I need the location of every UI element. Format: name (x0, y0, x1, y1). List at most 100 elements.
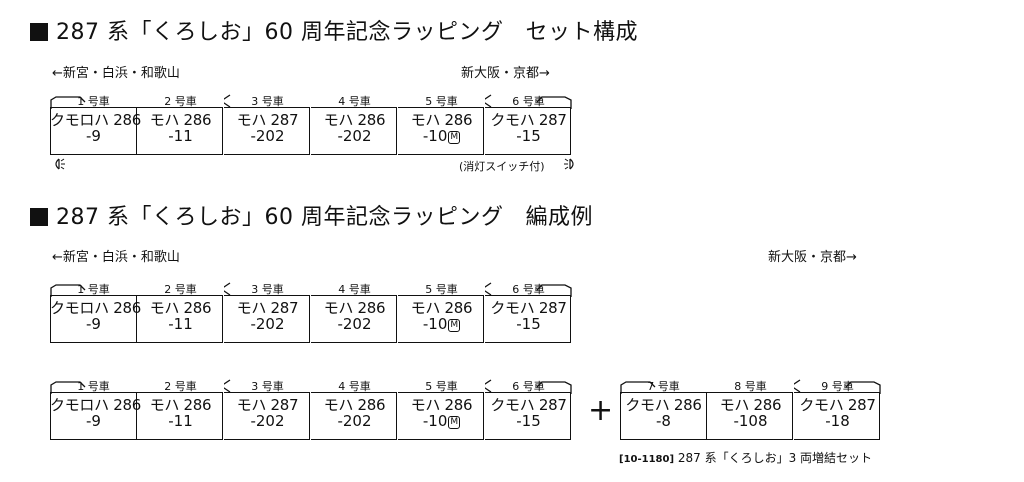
plus-sign: + (588, 393, 614, 428)
section2-title: 287 系「くろしお」60 周年記念ラッピング (56, 205, 504, 230)
addon-product-name: 287 系「くろしお」3 両増結セット (677, 451, 873, 465)
car-number: 8 号車 (734, 380, 767, 393)
section1-heading: 287 系「くろしお」60 周年記念ラッピングセット構成 (30, 14, 638, 46)
train-car: 3 号車モハ 287-202 (224, 92, 311, 155)
train-car: 4 号車モハ 286-202 (311, 280, 398, 343)
car-model: クモハ 287 (490, 396, 567, 414)
car-body (485, 107, 571, 155)
car-roof-outline (485, 94, 572, 109)
car-body (311, 107, 397, 155)
car-serial: -18 (794, 412, 881, 430)
car-serial-text: -15 (516, 412, 541, 430)
car-serial-text: -202 (250, 315, 285, 333)
car-roof-outline (485, 282, 572, 297)
motor-car-icon: M (448, 131, 461, 144)
car-body (224, 295, 310, 343)
car-body (50, 295, 137, 343)
car-model: モハ 286 (149, 111, 212, 129)
train-car: 2 号車モハ 286-11 (137, 92, 224, 155)
car-roof-outline (50, 381, 86, 394)
train-car: 3 号車モハ 287-202 (224, 377, 311, 440)
car-serial-text: -10 (422, 127, 448, 145)
motor-car-icon: M (448, 416, 461, 429)
headlight-icon-left (55, 158, 65, 170)
car-body (620, 392, 707, 440)
car-serial-text: -202 (250, 412, 285, 430)
car-serial-text: -8 (656, 412, 671, 430)
car-number: 4 号車 (338, 283, 371, 296)
car-model: クモハ 286 (625, 396, 702, 414)
car-serial: -9 (50, 412, 137, 430)
car-number: 3 号車 (251, 283, 284, 296)
car-roof-outline (224, 282, 231, 296)
car-model: モハ 286 (410, 111, 473, 129)
train-car: 2 号車モハ 286-11 (137, 280, 224, 343)
train-car: 6 号車クモハ 287-15 (485, 92, 572, 155)
car-model: クモロハ 286 (50, 396, 141, 414)
car-body (137, 295, 223, 343)
car-body (137, 107, 223, 155)
car-number: 3 号車 (251, 95, 284, 108)
car-roof-outline (50, 284, 86, 297)
car-serial-text: -9 (86, 127, 101, 145)
car-roof-outline (50, 96, 86, 109)
car-serial-text: -202 (250, 127, 285, 145)
square-bullet-icon (30, 208, 48, 226)
train-car: 2 号車モハ 286-11 (137, 377, 224, 440)
car-serial: -11 (137, 127, 224, 145)
section1-direction-left: ←新宮・白浜・和歌山 (52, 66, 180, 81)
light-switch-note: (消灯スイッチ付) (459, 160, 545, 173)
addon-caption: [10-1180] 287 系「くろしお」3 両増結セット (619, 449, 872, 466)
car-model: クモロハ 286 (50, 111, 141, 129)
car-model: モハ 287 (236, 111, 299, 129)
car-roof-outline (224, 94, 231, 108)
square-bullet-icon (30, 23, 48, 41)
car-model: モハ 286 (323, 111, 386, 129)
car-serial: -202 (311, 412, 398, 430)
car-serial: -9 (50, 315, 137, 333)
car-serial: -9 (50, 127, 137, 145)
car-model: モハ 286 (323, 299, 386, 317)
car-number: 1 号車 (77, 95, 110, 108)
car-number: 5 号車 (425, 95, 458, 108)
car-number: 5 号車 (425, 380, 458, 393)
section2-suffix: 編成例 (525, 205, 593, 230)
car-serial-text: -11 (168, 412, 193, 430)
car-body (485, 295, 571, 343)
car-serial-text: -108 (733, 412, 768, 430)
car-number: 2 号車 (164, 95, 197, 108)
car-number: 9 号車 (821, 380, 854, 393)
car-serial: -11 (137, 315, 224, 333)
car-body (398, 107, 484, 155)
car-serial: -202 (311, 315, 398, 333)
car-serial: -11 (137, 412, 224, 430)
car-serial: -202 (224, 412, 311, 430)
section1-direction-right: 新大阪・京都→ (461, 66, 550, 81)
train-car: 3 号車モハ 287-202 (224, 280, 311, 343)
car-serial-text: -15 (516, 127, 541, 145)
train-car: 9 号車クモハ 287-18 (794, 377, 881, 440)
car-number: 1 号車 (77, 380, 110, 393)
car-serial: -8 (620, 412, 707, 430)
train-car: 7 号車クモハ 286-8 (620, 377, 707, 440)
car-model: モハ 287 (236, 396, 299, 414)
car-serial: -202 (224, 315, 311, 333)
car-number: 7 号車 (647, 380, 680, 393)
car-body (311, 392, 397, 440)
headlight-icon-right (564, 158, 574, 170)
car-serial-text: -15 (516, 315, 541, 333)
car-serial: -202 (311, 127, 398, 145)
car-number: 4 号車 (338, 380, 371, 393)
car-model: モハ 286 (410, 299, 473, 317)
car-model: クモハ 287 (490, 111, 567, 129)
train-car: 4 号車モハ 286-202 (311, 92, 398, 155)
section2-direction-left: ←新宮・白浜・和歌山 (52, 250, 180, 265)
train-car: 4 号車モハ 286-202 (311, 377, 398, 440)
car-model: クモハ 287 (799, 396, 876, 414)
